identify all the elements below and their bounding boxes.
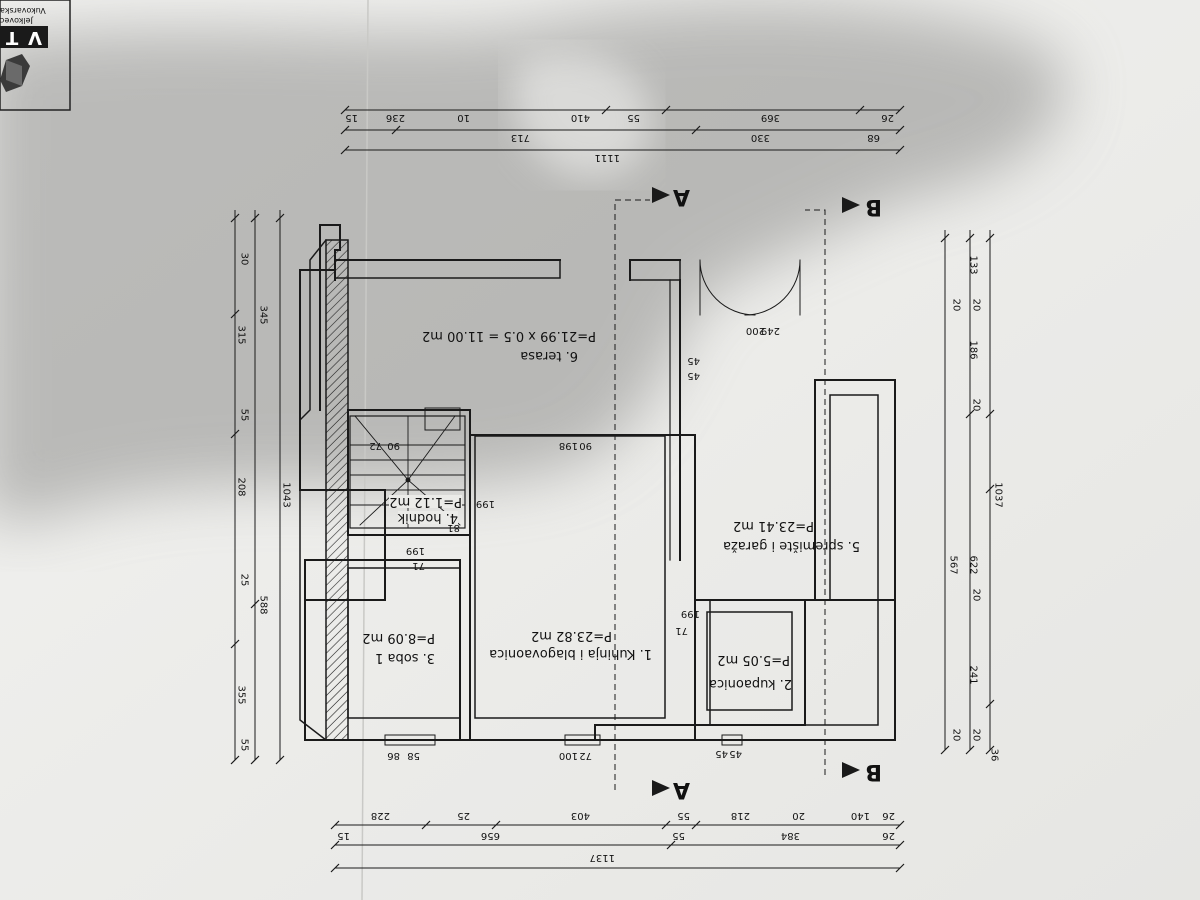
dim-l1-6: 20 [970,298,982,312]
dimension-lines [234,109,991,869]
dim-t3-0: 1137 [589,852,615,863]
dim-open-1: 86 [387,750,400,761]
dim-open-5: 45 [715,748,728,759]
dim-r1-2: 25 [238,573,250,587]
room-6-area: P=21.99 x 0.5 = 11.00 m2 [421,328,596,343]
dim-t2-0: 26 [882,830,895,841]
section-a-bottom: A [672,777,690,802]
dim-l2-2: 20 [950,298,962,312]
dim-t1-2: 20 [792,810,805,821]
dim-t1-3: 218 [730,810,750,821]
dim-r1-6: 30 [238,252,250,266]
dim-open-2: 72 [579,750,592,761]
wall-garage [694,599,896,741]
section-line-b [805,209,826,775]
section-a-top: A [672,184,690,209]
dim-open-17: 198 [558,440,578,451]
dim-t2-1: 384 [780,830,800,841]
dim-b1-1: 369 [760,112,780,123]
dim-b1-2: 55 [627,112,640,123]
dim-l1-0: 20 [970,728,982,742]
dim-r1-3: 208 [235,477,247,497]
dim-open-14: 90 [387,440,400,451]
room-1-area: P=23.82 m2 [530,628,612,643]
dim-t1-0: 26 [882,810,895,821]
title-block [0,0,71,111]
dim-r1-1: 355 [235,685,247,705]
dim-r2-1: 345 [257,305,269,325]
dim-r1-5: 315 [235,325,247,345]
dim-l1-3: 622 [967,555,979,575]
dim-t2-4: 15 [337,830,350,841]
dim-l2-1: 567 [947,555,959,575]
dim-open-0: 58 [407,750,420,761]
dim-b1-4: 10 [457,112,470,123]
dim-open-19: 249 [760,325,780,336]
section-line-a [614,199,650,790]
dim-t1-6: 25 [457,810,470,821]
dim-open-8: 71 [675,625,688,636]
dim-t1-1: 140 [850,810,870,821]
room-1-name: 1. Kuhinja i blagovaonica [489,646,652,661]
room-3-area: P=8.09 m2 [362,630,435,645]
dim-l1-2: 20 [970,588,982,602]
dim-open-13: 199 [475,498,495,509]
dim-l2-0: 20 [950,728,962,742]
section-b-bottom: B [865,759,882,784]
dim-open-6: 45 [687,370,700,381]
dim-l3-1: 1037 [992,482,1004,508]
section-b-top: B [865,194,882,219]
dim-b1-3: 410 [570,112,590,123]
dim-t1-4: 55 [677,810,690,821]
dim-b2-0: 68 [867,132,880,143]
dim-l1-5: 186 [967,340,979,360]
dim-t1-7: 228 [370,810,390,821]
dim-l3-0: 36 [988,748,1000,762]
dim-open-4: 45 [729,748,742,759]
dim-t2-2: 55 [672,830,685,841]
room-5-area: P=23.41 m2 [732,518,814,533]
room-6-name: 6. terasa [520,348,578,363]
shadow-area [0,3,1065,520]
dim-open-11: 199 [405,545,425,556]
room-2-name: 2. kupaonica [708,676,792,691]
dim-r1-0: 55 [238,738,250,752]
dim-r2-0: 588 [257,595,269,615]
room-2-area: P=5.05 m2 [717,652,790,667]
dim-t2-3: 656 [480,830,500,841]
dim-r1-4: 55 [238,408,250,422]
dim-l1-7: 133 [967,255,979,275]
dim-open-7: 45 [687,355,700,366]
dim-l1-4: 20 [970,398,982,412]
dim-open-3: 100 [558,750,578,761]
dim-l1-1: 241 [967,665,979,685]
dim-b2-1: 330 [750,132,770,143]
dim-b3-0: 1111 [594,152,620,163]
room-4-area: P=1.12 m2 [389,494,462,509]
dim-b1-0: 26 [881,112,894,123]
wall-kitchen [469,434,696,741]
dim-open-10: 71 [412,560,425,571]
dim-open-16: 90 [579,440,592,451]
dim-open-9: 199 [680,608,700,619]
dim-t1-5: 403 [570,810,590,821]
dim-open-15: 72 [369,440,382,451]
dim-b1-6: 15 [345,112,358,123]
dim-open-12: 81 [447,522,460,533]
dim-r3-0: 1043 [280,482,292,508]
room-5-name: 5. spremište i garaža [723,538,860,553]
room-3-name: 3. soba 1 [375,650,435,665]
dim-b1-5: 236 [385,112,405,123]
hatched-wall [325,239,349,741]
dim-b2-2: 713 [510,132,530,143]
